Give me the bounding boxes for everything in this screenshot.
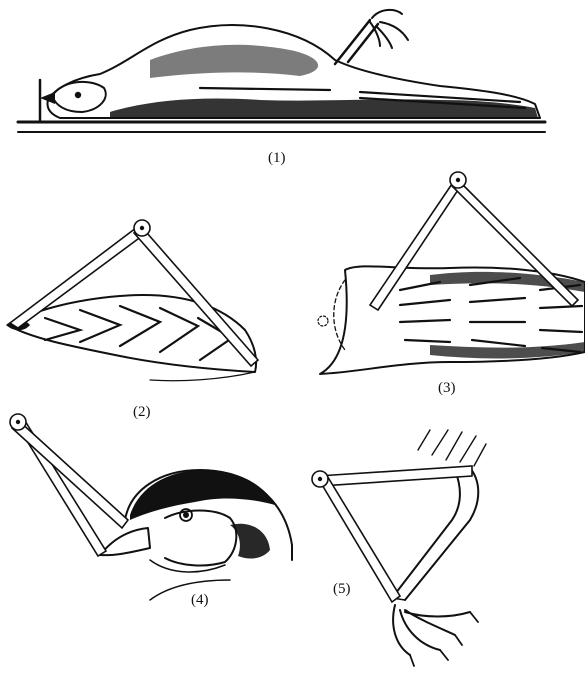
bird-back-shading	[150, 45, 318, 78]
leg-feather-fringe	[418, 430, 486, 466]
wing-feather-1	[45, 318, 80, 340]
foot-claws	[410, 612, 478, 666]
panel-1-whole-bird: (1)	[18, 10, 545, 166]
head-pupil	[183, 512, 189, 518]
bird-body-shading	[110, 99, 538, 119]
head-crown-dark	[130, 470, 275, 520]
panel-3-tail-measurement: (3)	[318, 172, 585, 396]
caliper-pivot	[16, 420, 20, 424]
wing-feather-3	[120, 306, 160, 346]
panel-label-4: (4)	[191, 592, 209, 608]
caliper-pivot	[456, 178, 460, 182]
tail-feathers-left	[400, 282, 450, 342]
caliper-arm-left	[10, 225, 146, 328]
panel-2-wing-measurement: (2)	[6, 220, 258, 420]
caliper-arm-right	[452, 178, 578, 306]
bird-foot-toes	[370, 10, 408, 48]
panel-label-3: (3)	[438, 380, 456, 396]
panel-label-2: (2)	[133, 404, 151, 420]
wing-feather-4	[160, 308, 198, 352]
throat-lines	[150, 560, 230, 600]
wing-base-stroke	[150, 372, 255, 381]
head-cheek	[165, 511, 236, 566]
tail-vent-circle	[318, 316, 328, 326]
caliper-pivot	[140, 226, 144, 230]
wing-feather-2	[80, 310, 120, 342]
caliper-arm-top	[318, 466, 472, 486]
tarsus-back	[392, 470, 460, 598]
panel-4-bill-measurement: (4)	[10, 414, 292, 608]
panel-label-5: (5)	[333, 581, 351, 597]
caliper-arm-bottom	[318, 474, 400, 602]
tail-feathers-mid	[470, 278, 525, 346]
body-streak-1	[200, 88, 330, 90]
caliper-arm-left	[370, 178, 462, 310]
bird-eye	[75, 92, 81, 98]
panel-5-tarsus-measurement: (5)	[312, 430, 486, 666]
bill	[100, 528, 150, 555]
foot-toes	[393, 605, 470, 655]
panel-label-1: (1)	[268, 150, 286, 166]
caliper-pivot	[318, 477, 322, 481]
